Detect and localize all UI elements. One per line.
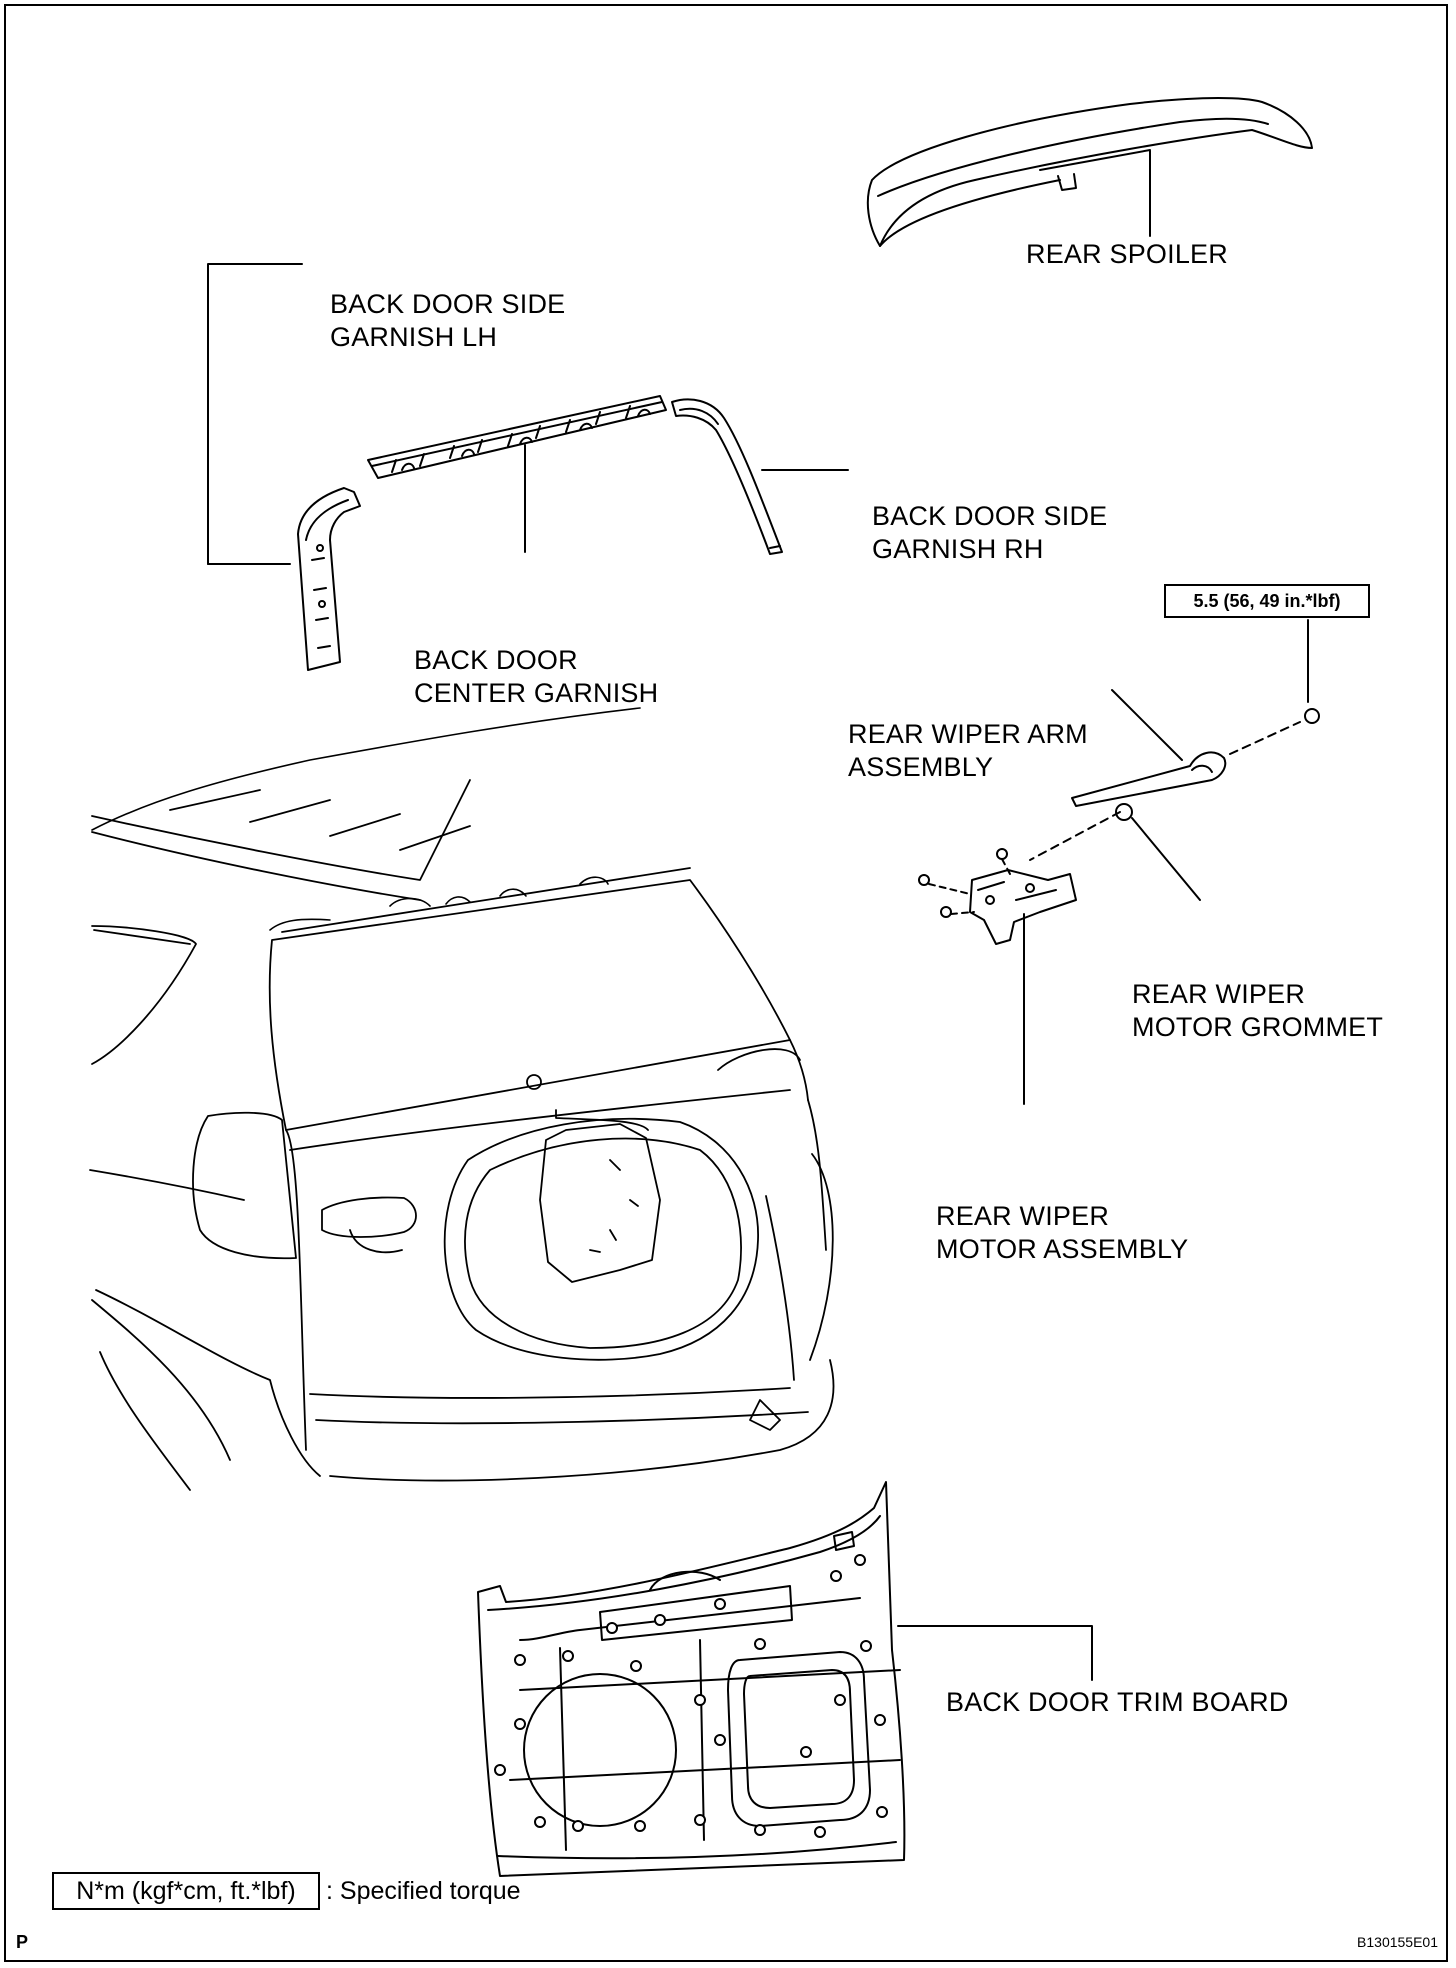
corner-mark: P xyxy=(16,1932,29,1952)
axis-bolt-3 xyxy=(950,911,975,915)
axis-grommet xyxy=(1029,811,1121,861)
axis-bolt-1 xyxy=(1001,858,1011,875)
leader-wiper-arm xyxy=(1111,689,1183,761)
side-garnish-rh-part xyxy=(671,398,783,555)
wiper-arm-nut xyxy=(1304,708,1320,724)
torque-spec-box: 5.5 (56, 49 in.*lbf) xyxy=(1164,584,1370,618)
rear-wiper-motor-part xyxy=(918,848,1077,945)
vehicle-body xyxy=(89,779,835,1491)
center-garnish-part xyxy=(367,395,667,479)
rear-spoiler-part xyxy=(866,97,1313,247)
label-trim-board: BACK DOOR TRIM BOARD xyxy=(946,1687,1289,1717)
diagram-frame xyxy=(4,4,1448,1962)
axis-arm-nut xyxy=(1229,721,1301,755)
axis-bolt-2 xyxy=(928,883,971,895)
roof-garnish-outline xyxy=(91,707,641,931)
rear-wiper-arm-part xyxy=(1071,751,1227,807)
legend-description: : Specified torque xyxy=(326,1877,521,1905)
drawing-code: B130155E01 xyxy=(1357,1934,1438,1950)
leader-trim-board xyxy=(897,1625,1093,1681)
leader-side-garnish-lh-a xyxy=(207,263,303,565)
leader-wiper-grommet xyxy=(1131,817,1201,901)
side-garnish-lh-part xyxy=(297,487,361,671)
legend-unit-box: N*m (kgf*cm, ft.*lbf) xyxy=(52,1872,320,1910)
back-door-trim-board-part xyxy=(477,1481,906,1877)
label-rear-spoiler: REAR SPOILER xyxy=(1026,239,1228,269)
wiper-motor-grommet-part xyxy=(1115,803,1133,821)
